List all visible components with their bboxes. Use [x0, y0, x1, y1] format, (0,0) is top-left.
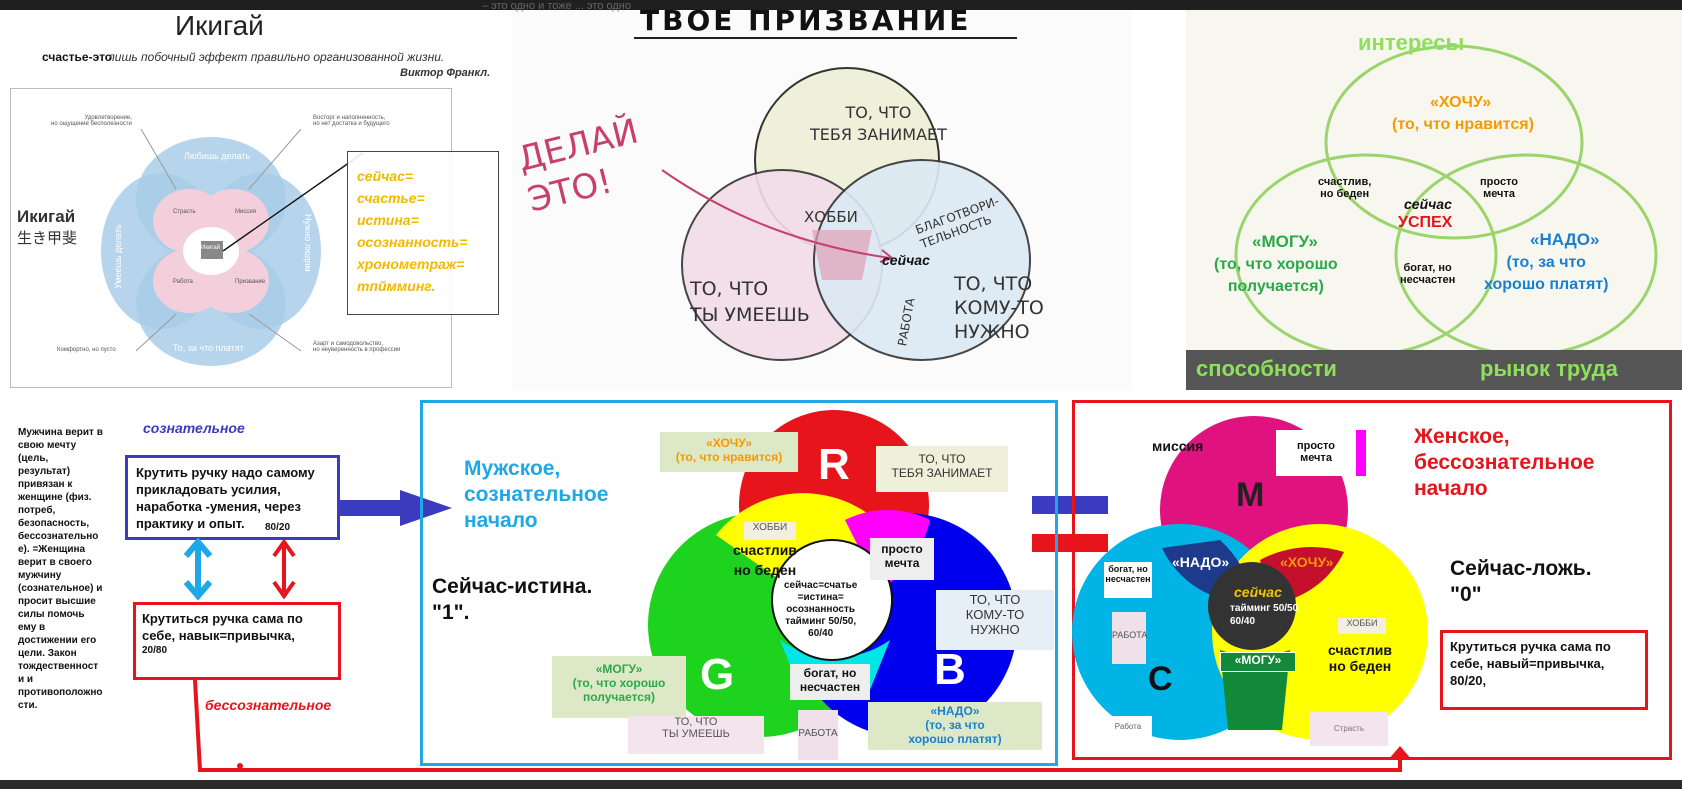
letter-b: B	[934, 645, 966, 694]
circle-need: ТО, ЧТО КОМУ-ТО НУЖНО	[954, 273, 1044, 343]
label-abilities: способности	[1196, 356, 1337, 381]
green-happy-poor: счастлив, но беден	[1318, 176, 1372, 200]
petal-love: Любишь делать	[184, 151, 251, 161]
conscious-label: сознательное	[143, 420, 245, 436]
top-strip	[0, 0, 1682, 10]
female-mission: миссия	[1152, 438, 1204, 454]
sticker-need: ТО, ЧТО КОМУ-ТО НУЖНО	[936, 590, 1054, 650]
male-title: Мужское, сознательное начало	[464, 457, 609, 532]
female-rich-unhappy: богат, но несчастен	[1104, 562, 1152, 598]
female-statement: Сейчас-ложь. "0"	[1450, 557, 1592, 606]
female-box	[1440, 630, 1648, 710]
ikigai-kanji: 生き甲斐	[17, 230, 78, 247]
sticker-interest: ТО, ЧТО ТЕБЯ ЗАНИМАЕТ	[876, 446, 1008, 492]
letter-m: M	[1236, 476, 1265, 514]
female-just-dream: просто мечта	[1276, 430, 1366, 476]
green-just-dream: просто мечта	[1480, 176, 1519, 200]
female-timing: тайминг 50/50, 60/40	[1230, 603, 1301, 627]
green-must-sub: (то, за что хорошо платят)	[1484, 254, 1609, 293]
green-success: УСПЕХ	[1398, 214, 1453, 231]
male-statement: Сейчас-истина. "1".	[432, 575, 593, 624]
male-happy-poor: счастлив но беден	[733, 542, 797, 578]
quote-author: Виктор Франкл.	[400, 67, 491, 79]
ikigai-center-label: Икигай	[201, 245, 221, 251]
male-work: РАБОТА	[798, 710, 838, 760]
letter-r: R	[818, 440, 850, 489]
label-market: рынок труда	[1480, 356, 1618, 381]
female-can: «МОГУ»	[1220, 652, 1296, 672]
ikigai-panel: Икигай счастье-это лишь побочный эффект …	[0, 10, 512, 390]
label-interests: интересы	[1358, 30, 1465, 55]
ratio-80-20: 80/20	[265, 522, 291, 533]
green-want-sub: (то, что нравится)	[1392, 116, 1534, 133]
female-sticker-small-1: Работа	[1104, 716, 1152, 738]
happiness-label: счастье-это	[42, 50, 113, 64]
note-box	[347, 151, 499, 315]
green-rich-unhappy: богат, но несчастен	[1400, 262, 1456, 286]
ratio-20-80: 20/80	[142, 645, 168, 656]
circle-interest: ТО, ЧТО ТЕБЯ ЗАНИМАЕТ	[810, 103, 947, 144]
corner-top-left: Удовлетворение, но ощущение бесполезност…	[51, 115, 132, 127]
calling-title: ТВОЕ ПРИЗВАНИЕ	[640, 4, 972, 37]
corner-bottom-left: Комфортно, но пусто	[57, 347, 116, 353]
ikigai-diagram: Икигай 生き甲斐 Икигай Любишь делать Умеешь …	[10, 88, 499, 388]
unconscious-box-text: Крутиться ручка сама по себе, навык=прив…	[142, 611, 303, 643]
female-hobby: ХОББИ	[1338, 618, 1386, 634]
sticker-skill: ТО, ЧТО ТЫ УМЕЕШЬ	[628, 716, 764, 754]
man-believes-text: Мужчина верит в свою мечту (цель, резуль…	[18, 427, 103, 711]
corner-top-right: Восторг и наполненность, но нет достатка…	[313, 115, 390, 127]
green-must: «НАДО»	[1530, 230, 1600, 249]
male-center: сейчас=счатье =истина= осознанность тайм…	[784, 580, 858, 639]
sticker-must: «НАДО» (то, за что хорошо платят)	[868, 702, 1042, 750]
female-must: «НАДО»	[1172, 554, 1230, 570]
zone-vocation: Призвание	[235, 279, 266, 285]
bottom-strip	[0, 780, 1682, 789]
zone-mission: Миссия	[235, 209, 256, 215]
corner-bottom-right: Азарт и самодовольство, но неуверенность…	[313, 341, 401, 353]
male-rich-unhappy: богат, но несчастен	[790, 664, 870, 700]
note-text: сейчас= счастье= истина= осознанность= х…	[357, 168, 468, 294]
calling-panel: – это одно и тоже ... это одно ТВОЕ ПРИЗ…	[482, 0, 1132, 390]
letter-g: G	[700, 650, 735, 699]
female-title: Женское, бессознательное начало	[1414, 425, 1595, 500]
green-can: «МОГУ»	[1252, 232, 1318, 251]
female-happy-poor: счастлив но беден	[1322, 630, 1398, 680]
female-work: РАБОТА	[1112, 612, 1147, 664]
green-now: сейчас	[1404, 196, 1452, 212]
zone-passion: Страсть	[173, 209, 196, 215]
female-sticker-small-2: Страсть	[1310, 712, 1388, 746]
sticker-want: «ХОЧУ» (то, что нравится)	[660, 432, 798, 472]
female-now: сейчас	[1234, 584, 1282, 600]
sticker-can: «МОГУ» (то, что хорошо получается)	[552, 656, 686, 718]
conscious-box	[125, 455, 340, 540]
female-panel	[1072, 400, 1672, 760]
green-want: «ХОЧУ»	[1430, 94, 1492, 111]
female-box-text: Крутиться ручка сама по себе, навый=прив…	[1450, 639, 1611, 688]
male-just-dream: просто мечта	[870, 538, 934, 580]
now-label: сейчас	[882, 252, 930, 268]
frankl-quote: лишь побочный эффект правильно организов…	[108, 50, 445, 64]
calling-sketch	[634, 37, 1031, 361]
hobby-label: ХОББИ	[804, 208, 858, 226]
calling-top-text: – это одно и тоже ... это одно	[482, 0, 631, 12]
male-panel	[420, 400, 1058, 766]
ikigai-title: Икигай	[175, 10, 264, 41]
zone-profession: Работа	[173, 279, 193, 285]
unconscious-box	[133, 602, 341, 680]
letter-c: C	[1148, 660, 1173, 698]
circle-skill: ТО, ЧТО ТЫ УМЕЕШЬ	[690, 278, 810, 326]
conscious-box-text: Крутить ручку надо самому прикладовать у…	[136, 465, 315, 531]
green-venn-panel: интересы способности рынок труда «ХОЧУ» …	[1186, 10, 1682, 390]
green-can-sub: (то, что хорошо получается)	[1214, 256, 1338, 295]
ikigai-side-title: Икигай	[17, 207, 76, 226]
female-want: «ХОЧУ»	[1280, 554, 1334, 570]
sticker-hobby: ХОББИ	[744, 522, 796, 540]
petal-paid: То, за что платят	[173, 343, 244, 353]
